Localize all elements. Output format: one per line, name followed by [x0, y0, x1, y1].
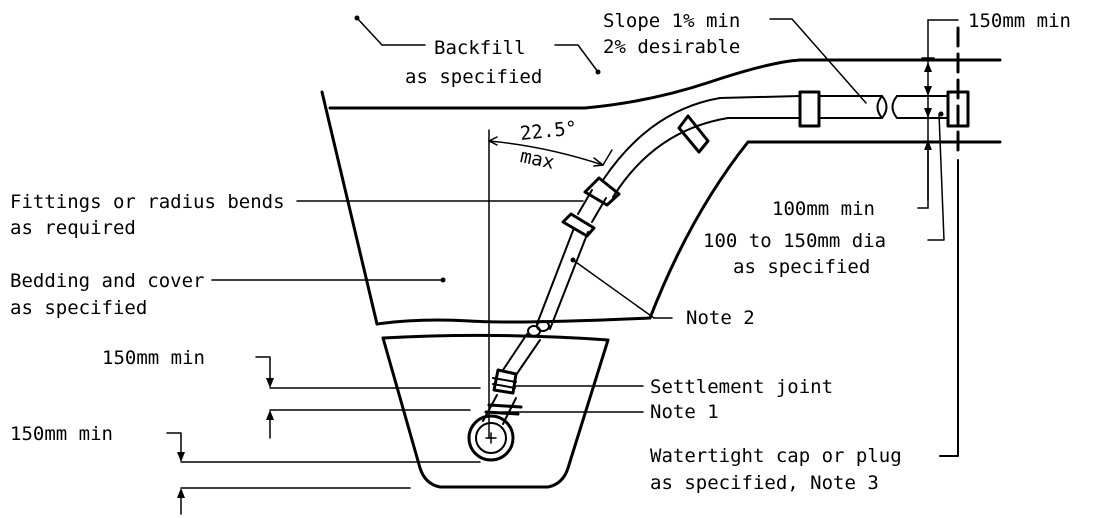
bedding-label-2: as specified	[10, 297, 147, 319]
cap-label-2: as specified, Note 3	[650, 472, 879, 494]
fittings-label-2: as required	[10, 217, 136, 239]
cover-dimension	[917, 19, 959, 209]
top-clearance-label: 150mm min	[968, 10, 1071, 32]
backfill-label-2: as specified	[405, 66, 542, 88]
slope-label-2: 2% desirable	[603, 36, 740, 58]
backfill-label-1: Backfill	[434, 37, 526, 59]
bedding-dimensions	[166, 356, 481, 515]
note1-label: Note 1	[650, 401, 719, 423]
dia-label-1: 100 to 150mm dia	[703, 230, 886, 252]
upper-trench	[320, 58, 1002, 326]
cover-min-label: 100mm min	[772, 198, 875, 220]
cap-leader	[939, 159, 959, 457]
leaders	[211, 15, 945, 413]
cap-label-1: Watertight cap or plug	[650, 445, 902, 467]
settlement-joint-label: Settlement joint	[650, 376, 833, 398]
sewer-main	[467, 414, 515, 462]
slope-label-1: Slope 1% min	[603, 10, 740, 32]
riser-lower	[482, 320, 550, 425]
note2-label: Note 2	[686, 307, 755, 329]
lower-trench	[381, 333, 610, 489]
cap	[946, 90, 970, 128]
angle-value-label: 22.5°	[519, 117, 578, 145]
dia-label-2: as specified	[733, 256, 870, 278]
sewer-bedding-label: 150mm min	[10, 423, 113, 445]
angle-max-label: max	[518, 145, 556, 174]
sewer-cover-label: 150mm min	[102, 347, 205, 369]
riser-upper	[536, 90, 970, 330]
fittings-label-1: Fittings or radius bends	[10, 191, 285, 213]
bedding-label-1: Bedding and cover	[10, 270, 204, 292]
